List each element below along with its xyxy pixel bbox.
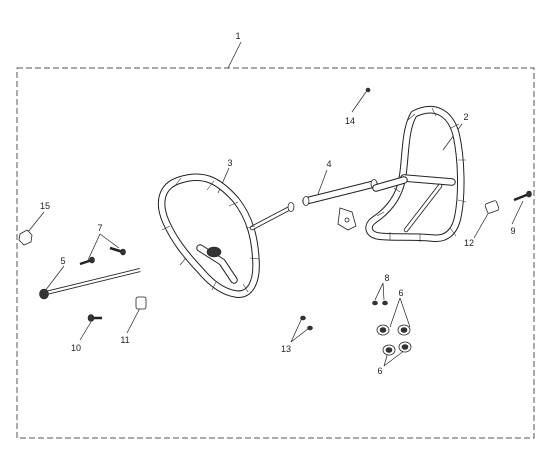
mount-plate <box>206 246 222 258</box>
callout-14: 14 <box>345 116 355 126</box>
leader-7-1 <box>87 233 101 261</box>
long-bolt <box>39 268 141 300</box>
callout-2: 2 <box>463 112 468 122</box>
hardware-parts <box>18 87 532 356</box>
leader-6b-2 <box>383 349 406 367</box>
leader-7-2 <box>99 233 120 249</box>
screw-14 <box>365 87 371 93</box>
leader-9 <box>511 200 524 225</box>
callout-3: 3 <box>227 158 232 168</box>
leader-15 <box>27 211 45 233</box>
bolt-10 <box>87 314 102 322</box>
spacer-tube <box>302 179 378 206</box>
leader-6a-1 <box>389 297 401 328</box>
leader-13-2 <box>290 327 310 343</box>
leader-6a-2 <box>399 297 411 328</box>
nut-15 <box>18 229 33 246</box>
washers-13 <box>300 315 313 331</box>
callout-labels: 1 2 3 4 5 6 6 7 8 9 10 11 12 13 14 15 <box>40 31 516 376</box>
left-crash-bar <box>157 173 295 298</box>
callout-6b: 6 <box>377 366 382 376</box>
leader-10 <box>79 321 92 341</box>
callout-15: 15 <box>40 201 50 211</box>
callout-6a: 6 <box>398 288 403 298</box>
callout-8: 8 <box>384 273 389 283</box>
sleeve-11 <box>135 296 147 310</box>
callout-7: 7 <box>97 223 102 233</box>
assembly-frame <box>16 67 535 439</box>
leader-8-1 <box>374 282 384 301</box>
right-crash-bar <box>337 106 467 243</box>
washers-8 <box>372 300 388 306</box>
leader-1 <box>227 41 242 69</box>
callout-12: 12 <box>464 238 474 248</box>
callout-10: 10 <box>71 343 81 353</box>
grommets-6 <box>376 324 412 356</box>
callout-5: 5 <box>60 256 65 266</box>
callout-4: 4 <box>326 159 331 169</box>
callout-11: 11 <box>120 335 129 345</box>
leader-4 <box>317 169 328 195</box>
callout-1: 1 <box>235 31 240 41</box>
leader-12 <box>473 211 490 239</box>
bolts-7 <box>79 246 126 266</box>
leader-8-2 <box>382 282 385 301</box>
leader-14 <box>351 91 367 113</box>
leader-5 <box>44 265 65 292</box>
callout-9: 9 <box>510 226 515 236</box>
leader-13-1 <box>290 317 303 343</box>
callout-13: 13 <box>281 344 291 354</box>
leader-2 <box>442 123 463 151</box>
leader-lines <box>27 41 524 367</box>
bolt-9 <box>513 190 532 202</box>
sleeve-12 <box>484 200 500 214</box>
leader-11 <box>126 307 141 334</box>
